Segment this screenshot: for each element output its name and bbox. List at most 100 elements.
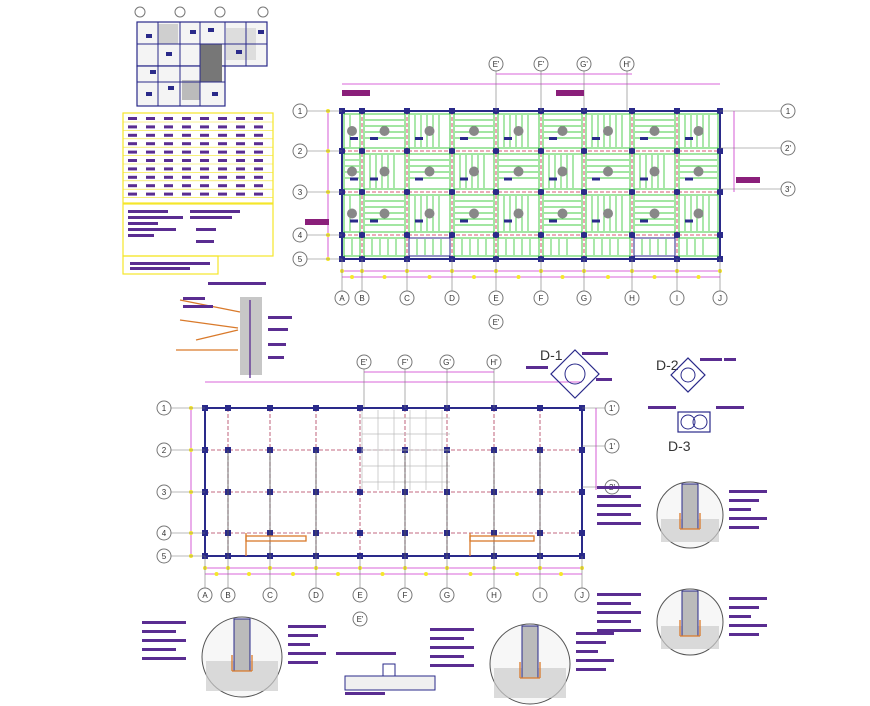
row-bubble-4: 4 xyxy=(292,227,308,243)
axis-bubble-i: I xyxy=(532,587,548,603)
row-bubble-2: 2 xyxy=(156,442,172,458)
svg-text:1': 1' xyxy=(609,404,615,413)
svg-text:4: 4 xyxy=(298,231,303,240)
row-bubble-5: 5 xyxy=(292,251,308,267)
svg-text:4: 4 xyxy=(162,529,167,538)
row-bubble-1: 1 xyxy=(292,103,308,119)
svg-text:2: 2 xyxy=(298,147,303,156)
axis-bubble-top-3: H' xyxy=(619,56,635,72)
axis-bubble-top-1: F' xyxy=(533,56,549,72)
svg-text:C: C xyxy=(267,591,273,600)
axis-bubble-sub: E' xyxy=(352,611,368,627)
column-detail-d2: D-2 xyxy=(656,357,736,393)
svg-text:D: D xyxy=(313,591,319,600)
svg-text:B: B xyxy=(359,294,364,303)
svg-text:1: 1 xyxy=(786,107,791,116)
svg-text:2: 2 xyxy=(162,446,167,455)
row-bubble-4: 4 xyxy=(156,525,172,541)
axis-bubble-d: D xyxy=(444,290,460,306)
row-bubble-3: 3 xyxy=(292,184,308,200)
svg-text:H: H xyxy=(629,294,635,303)
wall-section-detail xyxy=(176,282,292,378)
svg-text:B: B xyxy=(225,591,230,600)
axis-bubble-top-2: G' xyxy=(439,354,455,370)
axis-bubble-j: J xyxy=(712,290,728,306)
column-detail-d1: D-1 xyxy=(526,347,612,399)
schedule-table xyxy=(122,112,274,275)
row-bubble-right-0: 1 xyxy=(780,103,796,119)
row-bubble-1: 1 xyxy=(156,400,172,416)
axis-bubble-j: J xyxy=(574,587,590,603)
axis-bubble-top-0: E' xyxy=(488,56,504,72)
axis-bubble-i: I xyxy=(669,290,685,306)
svg-text:F': F' xyxy=(538,60,545,69)
axis-bubble-d: D xyxy=(308,587,324,603)
svg-text:G': G' xyxy=(580,60,588,69)
svg-text:3: 3 xyxy=(162,488,167,497)
axis-bubble-f: F xyxy=(397,587,413,603)
svg-text:E': E' xyxy=(357,615,364,624)
svg-text:G: G xyxy=(444,591,450,600)
svg-text:H: H xyxy=(491,591,497,600)
axis-bubble-a: A xyxy=(197,587,213,603)
svg-text:2': 2' xyxy=(785,144,791,153)
axis-bubble-a: A xyxy=(334,290,350,306)
footing-detail-1 xyxy=(597,481,767,549)
key-plan xyxy=(134,6,269,107)
svg-text:A: A xyxy=(339,294,345,303)
axis-bubble-h: H xyxy=(486,587,502,603)
svg-text:E: E xyxy=(493,294,498,303)
axis-bubble-b: B xyxy=(220,587,236,603)
svg-text:F: F xyxy=(403,591,408,600)
column-detail-d3: D-3 xyxy=(648,406,744,454)
axis-bubble-e: E xyxy=(352,587,368,603)
footing-detail-4 xyxy=(430,623,614,705)
axis-bubble-g: G xyxy=(439,587,455,603)
svg-text:H': H' xyxy=(623,60,631,69)
row-bubble-3: 3 xyxy=(156,484,172,500)
svg-text:H': H' xyxy=(490,358,498,367)
svg-text:C: C xyxy=(404,294,410,303)
row-bubble-5: 5 xyxy=(156,548,172,564)
axis-bubble-top-0: E' xyxy=(356,354,372,370)
svg-text:D: D xyxy=(449,294,455,303)
row-bubble-right-1: 1' xyxy=(604,438,620,454)
detail-d1-label: D-1 xyxy=(540,347,563,363)
svg-text:1: 1 xyxy=(298,107,303,116)
beam-section-detail xyxy=(336,652,436,695)
axis-bubble-b: B xyxy=(354,290,370,306)
row-bubble-2: 2 xyxy=(292,143,308,159)
axis-bubble-e: E xyxy=(488,290,504,306)
row-bubble-right-1: 2' xyxy=(780,140,796,156)
axis-bubble-c: C xyxy=(262,587,278,603)
axis-bubble-top-3: H' xyxy=(486,354,502,370)
axis-bubble-g: G xyxy=(576,290,592,306)
svg-text:F': F' xyxy=(402,358,409,367)
svg-text:J: J xyxy=(718,294,722,303)
svg-text:3': 3' xyxy=(785,185,791,194)
detail-d3-label: D-3 xyxy=(668,438,691,454)
footing-detail-2 xyxy=(597,588,767,656)
axis-bubble-sub: E' xyxy=(488,314,504,330)
axis-bubble-top-1: F' xyxy=(397,354,413,370)
svg-text:5: 5 xyxy=(298,255,303,264)
svg-text:F: F xyxy=(539,294,544,303)
footing-detail-3 xyxy=(142,616,326,698)
axis-bubble-top-2: G' xyxy=(576,56,592,72)
detail-d2-label: D-2 xyxy=(656,357,679,373)
svg-text:E': E' xyxy=(361,358,368,367)
svg-text:G: G xyxy=(581,294,587,303)
svg-text:5: 5 xyxy=(162,552,167,561)
svg-text:E': E' xyxy=(493,318,500,327)
upper-floor-plan: A B C D E F G H I J E' E' F' G' H' 1 2 3 4 5 1 2' 3' xyxy=(292,56,796,330)
svg-text:G': G' xyxy=(443,358,451,367)
axis-bubble-c: C xyxy=(399,290,415,306)
row-bubble-right-2: 3' xyxy=(780,181,796,197)
svg-text:E': E' xyxy=(493,60,500,69)
svg-text:I: I xyxy=(539,591,541,600)
axis-bubble-f: F xyxy=(533,290,549,306)
svg-text:E: E xyxy=(357,591,362,600)
svg-text:3: 3 xyxy=(298,188,303,197)
